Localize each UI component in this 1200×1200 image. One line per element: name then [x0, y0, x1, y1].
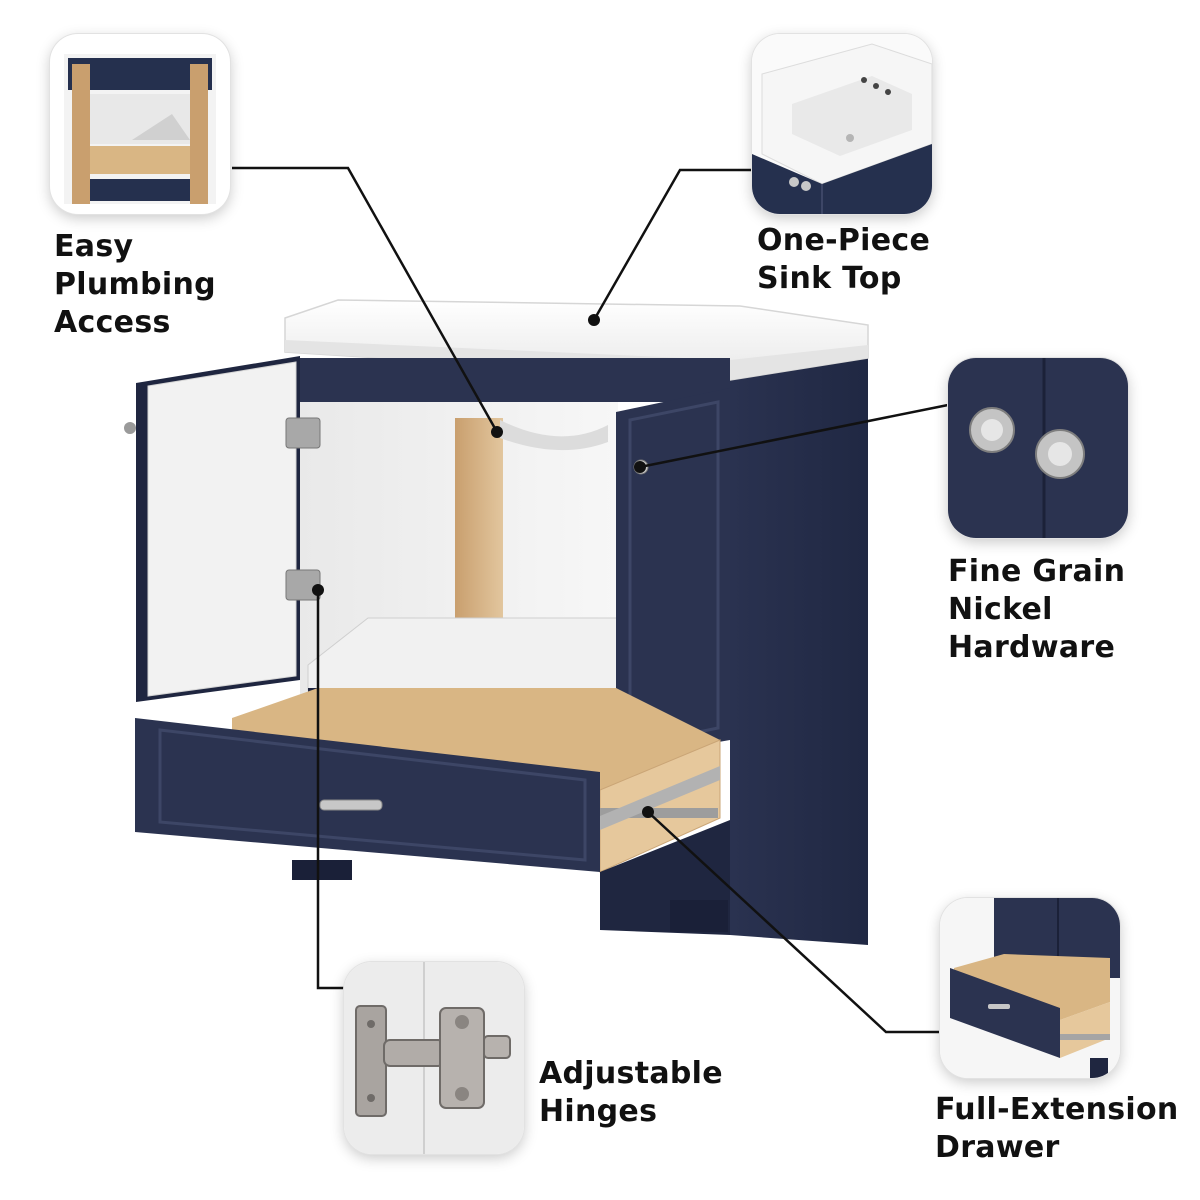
- sink-top-label: One-Piece Sink Top: [757, 222, 930, 298]
- hardware-label-line-3: Hardware: [948, 630, 1116, 665]
- open-drawer: [135, 688, 721, 873]
- sink-top-leader: [592, 168, 753, 321]
- drawer-label-line-2: Drawer: [935, 1130, 1060, 1165]
- nickel-knobs-thumbnail: [948, 358, 1128, 538]
- hinges-leader: [316, 590, 353, 990]
- leader-dots: [312, 314, 654, 818]
- plumbing-label-line-1: Easy: [54, 229, 134, 264]
- cabinet-side-panel: [730, 345, 868, 945]
- hardware-label: Fine Grain Nickel Hardware: [948, 553, 1125, 667]
- hinges-label-line-2: Hinges: [539, 1094, 658, 1129]
- sink-top-label-line-2: Sink Top: [757, 261, 902, 296]
- hardware-leader: [639, 403, 949, 469]
- plumbing-label-line-2: Plumbing: [54, 267, 216, 302]
- drawer-thumbnail: [940, 898, 1120, 1078]
- plumbing-leader: [232, 166, 499, 433]
- sink-top-label-line-1: One-Piece: [757, 223, 931, 258]
- cabinet-interior: [300, 358, 730, 708]
- drawer-leader: [647, 811, 940, 1034]
- plumbing-label: Easy Plumbing Access: [54, 228, 216, 342]
- plumbing-label-line-3: Access: [54, 305, 171, 340]
- cabinet-base: [292, 820, 730, 935]
- leader-lines: [232, 166, 949, 1034]
- sink-top-thumbnail: [752, 34, 932, 214]
- hinge-thumbnail: [344, 962, 524, 1154]
- drawer-label-line-1: Full-Extension: [935, 1092, 1179, 1127]
- hinges-label-line-1: Adjustable: [539, 1056, 723, 1091]
- plumbing-access-thumbnail: [50, 34, 230, 214]
- left-door: [124, 356, 321, 702]
- hardware-label-line-1: Fine Grain: [948, 554, 1126, 589]
- drawer-label: Full-Extension Drawer: [935, 1091, 1179, 1167]
- hinges-label: Adjustable Hinges: [539, 1055, 723, 1131]
- hardware-label-line-2: Nickel: [948, 592, 1053, 627]
